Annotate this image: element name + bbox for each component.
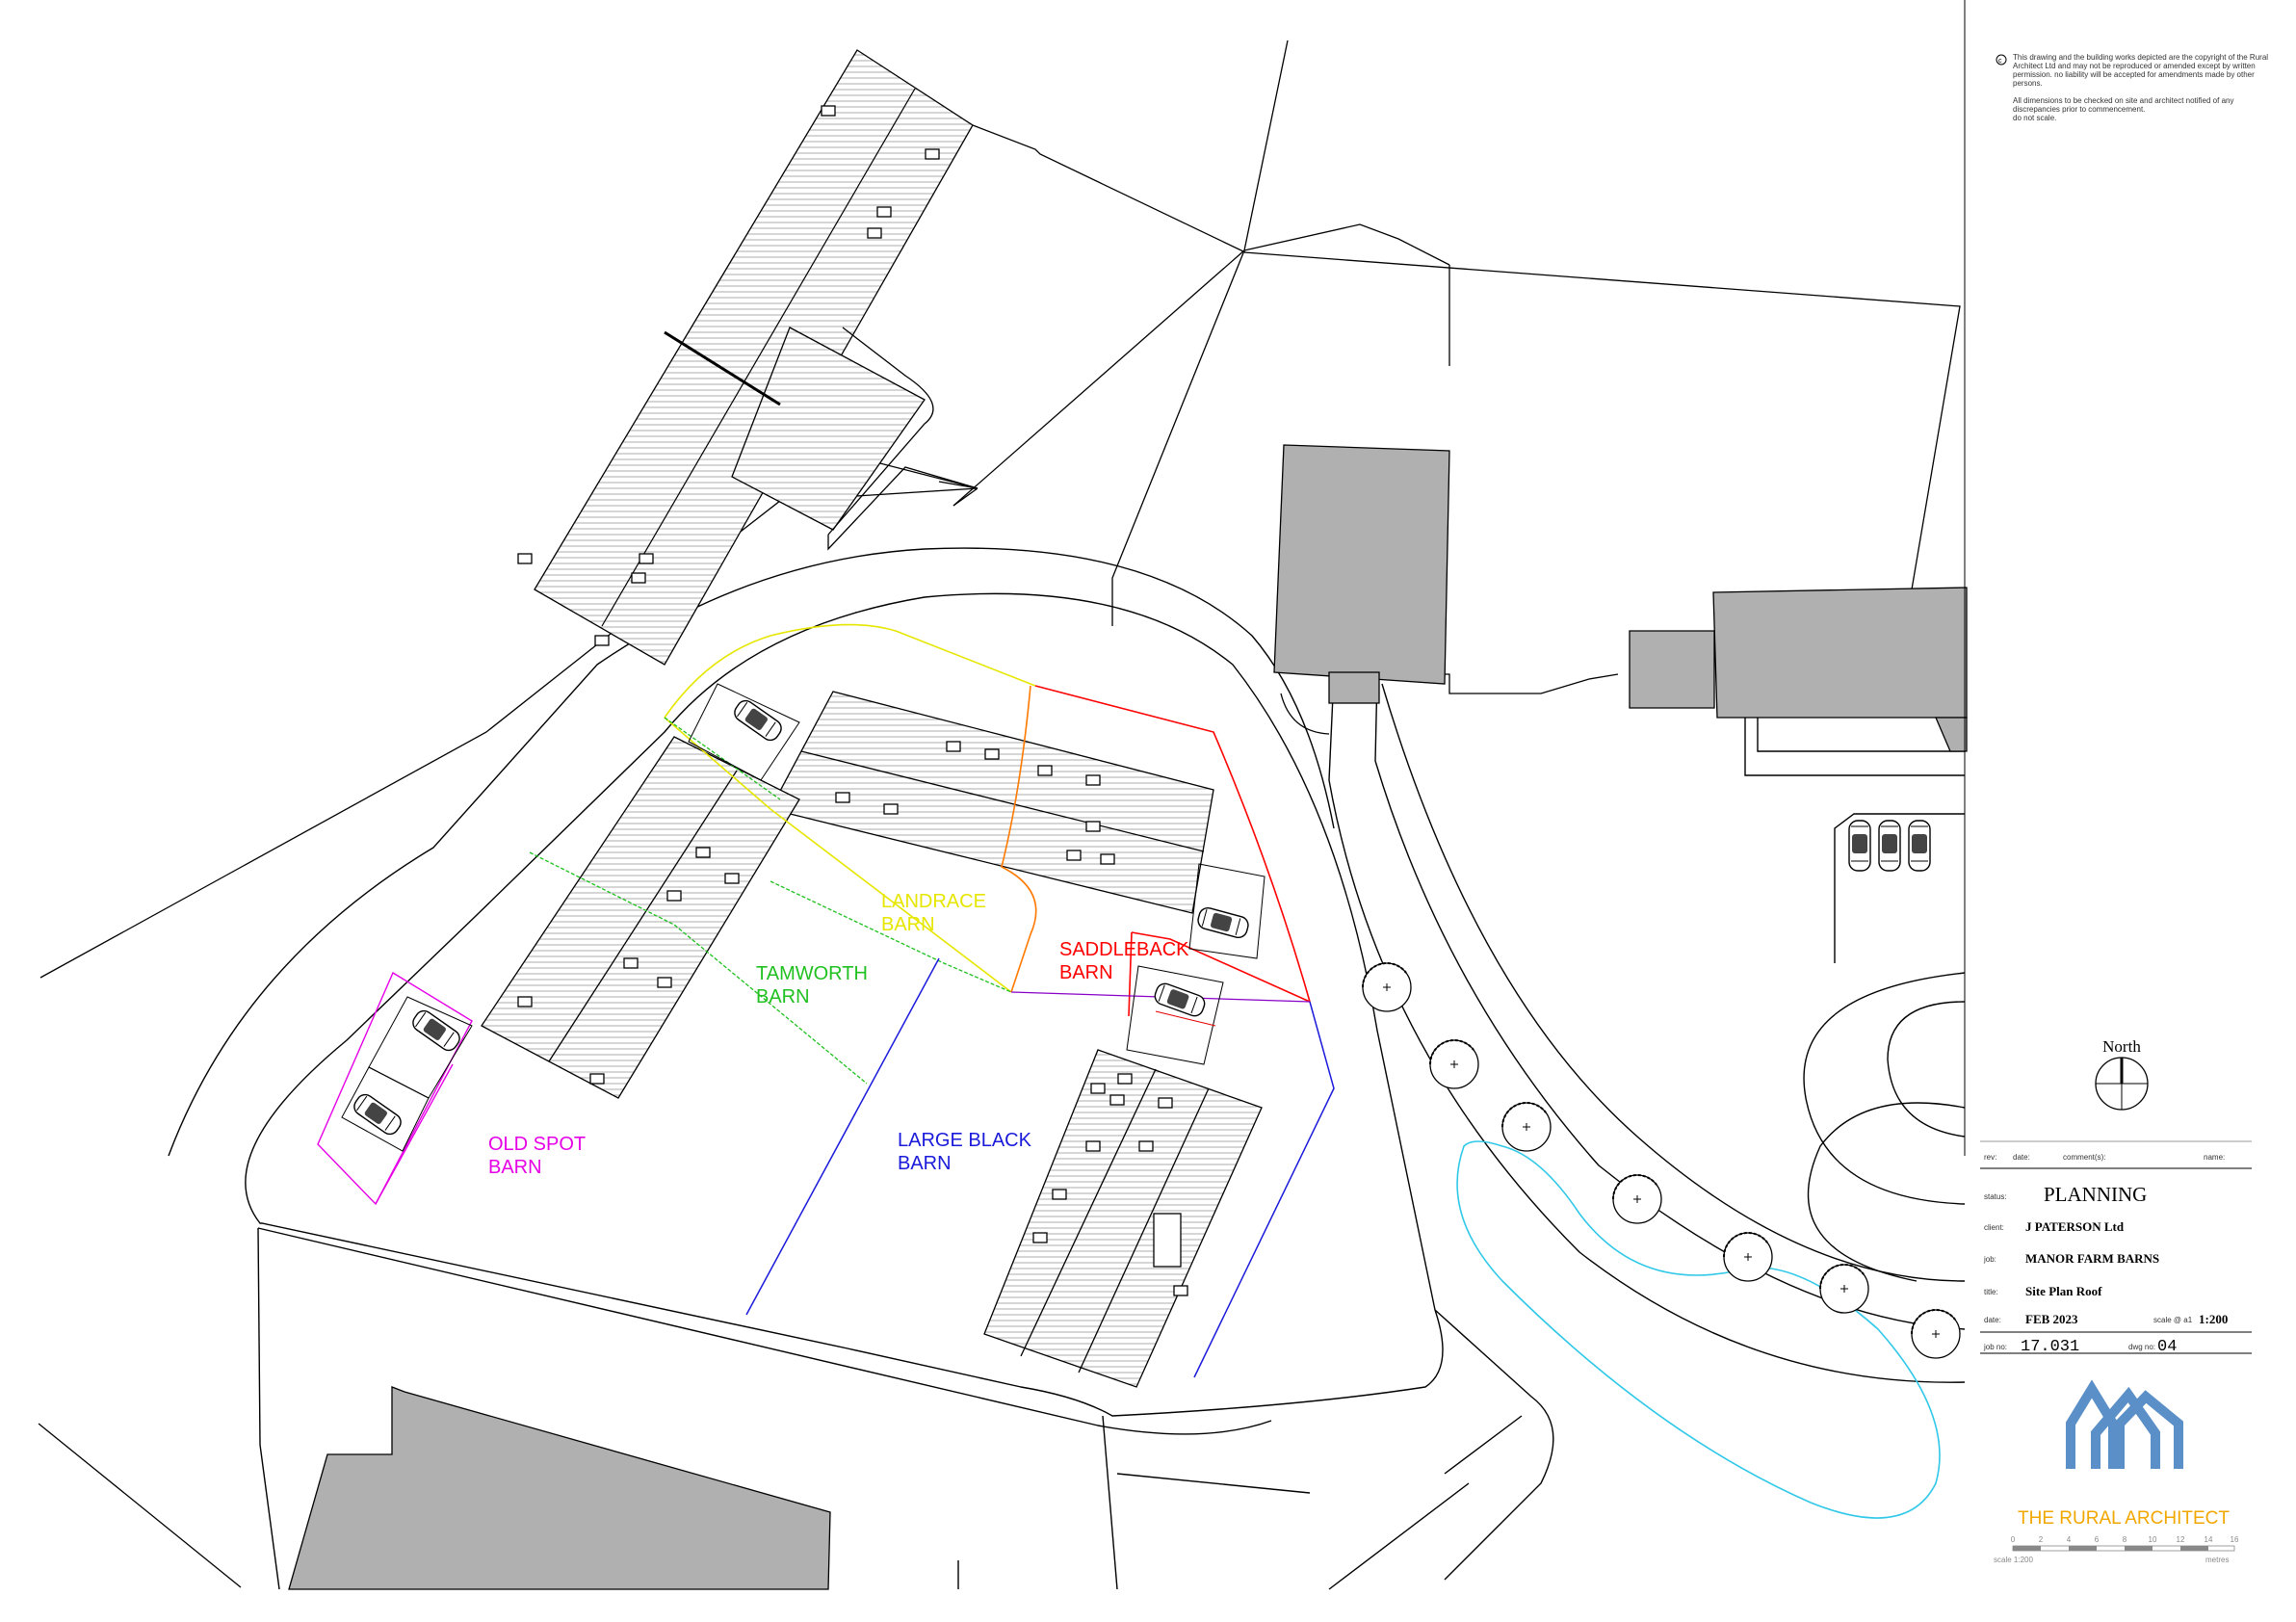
copyright-line: do not scale. [2013,114,2056,122]
barn-roof-lights [517,741,1188,1296]
job-no-label: job no: [1983,1343,2007,1351]
job-label: job: [1983,1255,1996,1264]
copyright-line: permission. no liability will be accepte… [2013,70,2255,79]
scale-tick: 0 [2011,1535,2016,1544]
tamworth-boundary [529,717,1012,1085]
north-label: North [2102,1037,2141,1056]
copyright-line: Architect Ltd and may not be reproduced … [2013,62,2256,70]
scale-caption: scale 1:200 [1994,1556,2033,1564]
barn-label-saddleback-suffix: BARN [1059,962,1113,983]
job-no-value: 17.031 [2021,1338,2079,1356]
copyright-notice: This drawing and the building works depi… [2013,53,2268,122]
barn-label-old-spot-suffix: BARN [488,1157,542,1178]
job-value: MANOR FARM BARNS [2025,1251,2159,1266]
dwg-no-label: dwg no: [2128,1343,2155,1351]
rural-architect-logo-icon [2066,1379,2183,1469]
barn-label-large-black-suffix: BARN [898,1153,952,1174]
rev-header-comments: comment(s): [2063,1153,2105,1162]
copyright-line: All dimensions to be checked on site and… [2013,96,2233,105]
barn-label-large-black: LARGE BLACK [898,1130,1032,1151]
scale-tick: 16 [2231,1535,2239,1544]
scale-tick: 6 [2095,1535,2100,1544]
status-label: status: [1984,1192,2007,1201]
copyright-line: This drawing and the building works depi… [2013,53,2268,62]
pond [1456,1140,1941,1519]
client-label: client: [1984,1223,2004,1232]
scale-tick: 8 [2123,1535,2127,1544]
title-label: title: [1984,1288,1998,1296]
copyright-line: discrepancies prior to commencement. [2013,105,2145,114]
barn-label-landrace-suffix: BARN [881,914,935,935]
scale-bar-labels: 0 2 4 6 8 10 12 14 16 scale 1:200 metres [1994,1535,2239,1564]
barn-label-tamworth: TAMWORTH [756,963,868,984]
barn-label-tamworth-suffix: BARN [756,986,810,1007]
date-value: FEB 2023 [2025,1312,2078,1326]
saddleback-boundary [1034,685,1311,1017]
saddleback-landrace-divider [1001,685,1037,993]
scale-tick: 4 [2067,1535,2072,1544]
copyright-line: persons. [2013,79,2043,88]
practice-name: THE RURAL ARCHITECT [2018,1508,2230,1529]
old-spot-boundary [317,971,473,1206]
barn-label-landrace: LANDRACE [881,891,986,912]
svg-text:c: c [1998,58,2002,65]
date-label: date: [1984,1316,2001,1324]
parking-bays [341,683,1265,1152]
scale-value: 1:200 [2199,1312,2228,1326]
barn-label-old-spot: OLD SPOT [488,1134,586,1155]
neighbour-buildings [288,444,1968,1590]
rev-header-name: name: [2204,1153,2225,1162]
title-block-frame [1964,0,2252,1354]
scale-units: metres [2205,1556,2229,1564]
barn-label-saddleback: SADDLEBACK [1059,939,1189,960]
access-road [1328,673,1966,1581]
north-arrow [2095,1057,2149,1111]
status-value: PLANNING [2044,1183,2147,1206]
rev-header-rev: rev: [1984,1153,1996,1162]
client-value: J PATERSON Ltd [2025,1219,2125,1234]
scale-tick: 2 [2039,1535,2044,1544]
scale-tick: 14 [2205,1535,2213,1544]
scale-tick: 12 [2177,1535,2185,1544]
barn-roofs [481,691,1263,1388]
scale-tick: 10 [2149,1535,2157,1544]
title-value: Site Plan Roof [2025,1284,2102,1298]
scale-label: scale @ a1 [2153,1316,2193,1324]
dwg-no-value: 04 [2157,1338,2177,1356]
site-road [168,547,1523,1590]
rev-header-date: date: [2013,1153,2030,1162]
scale-bar-graphic [2012,1545,2235,1552]
nw-barns [517,49,1246,666]
copyright-icon: c [1996,54,2007,65]
trees [1362,962,1961,1359]
title-block: rev: date: comment(s): name: status: PLA… [1983,1153,2228,1356]
landrace-boundary [664,623,1036,993]
barn-labels: LANDRACE BARN SADDLEBACK BARN TAMWORTH B… [488,891,1189,1178]
